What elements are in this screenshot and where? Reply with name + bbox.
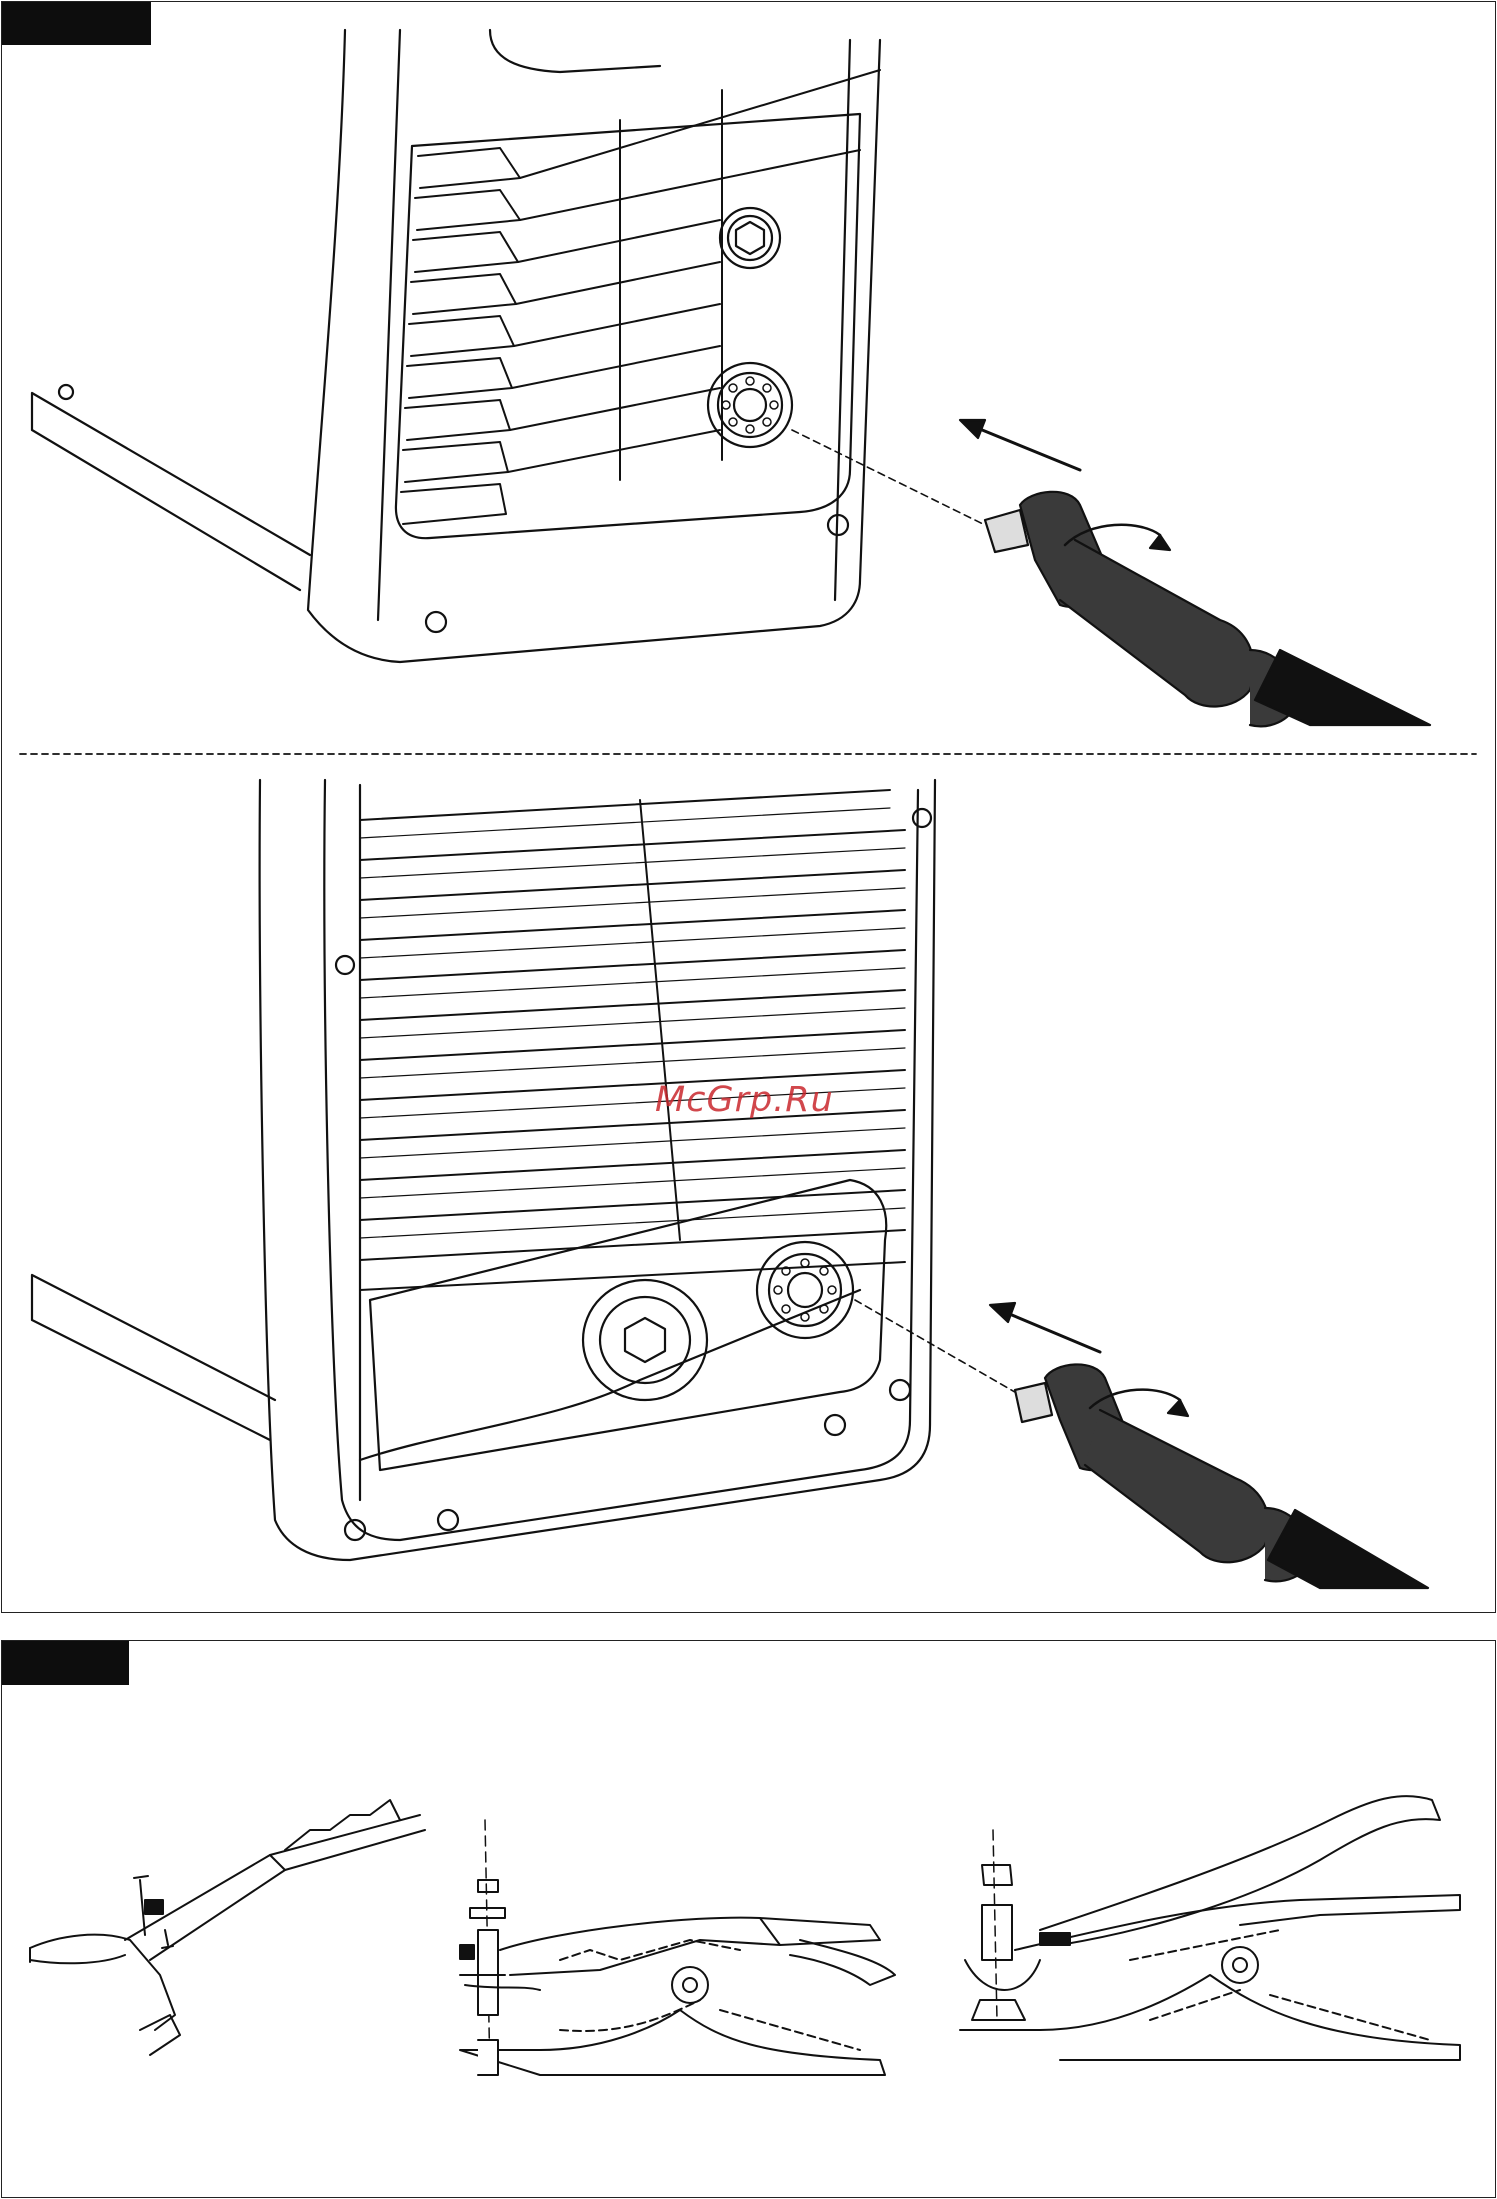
lower-dinse-socket [757,1242,853,1338]
louvers-lower [360,790,905,1290]
upper-bolt-socket [720,208,780,268]
lower-machine-drawing [32,780,1100,1560]
lower-plug [1015,1364,1428,1588]
clamp-figure-2 [460,1820,895,2075]
clamp-figure-3 [960,1796,1460,2060]
upper-dinse-socket [708,363,792,447]
watermark-text: McGrp.Ru [655,1080,834,1120]
lower-bolt-socket [583,1280,707,1400]
louvers-upper [401,70,880,524]
upper-plug [985,492,1430,726]
clamp-figure-1 [30,1800,425,2055]
upper-machine-drawing [32,30,1080,662]
